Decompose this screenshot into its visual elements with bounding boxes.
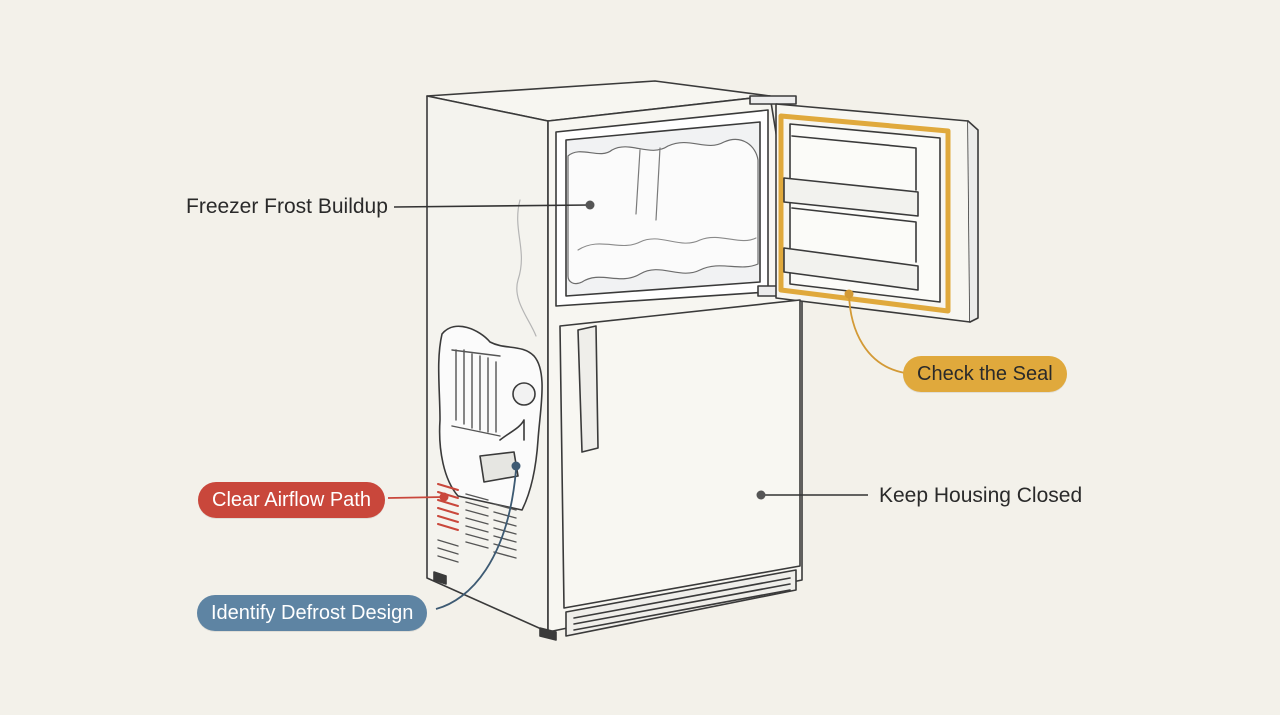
door-shelf xyxy=(783,247,919,291)
frost-buildup-label: Freezer Frost Buildup xyxy=(186,195,388,218)
airflow-leader-line xyxy=(387,496,445,499)
frost-buildup xyxy=(567,138,759,285)
frost-leader-line xyxy=(393,204,591,208)
thermostat-dial xyxy=(512,382,536,406)
clear-airflow-badge: Clear Airflow Path xyxy=(198,482,385,518)
condenser-coils xyxy=(451,349,501,437)
door-shelf xyxy=(783,177,919,217)
check-seal-badge: Check the Seal xyxy=(903,356,1067,392)
keep-housing-closed-label: Keep Housing Closed xyxy=(879,484,1083,507)
door-hinge xyxy=(749,95,797,105)
fridge-door-handle xyxy=(577,325,599,453)
compressor-box xyxy=(479,451,519,483)
seal-leader-line xyxy=(848,293,906,374)
toe-kick-grille xyxy=(565,569,797,637)
defrost-design-badge: Identify Defrost Design xyxy=(197,595,428,631)
door-seal-gasket xyxy=(778,113,951,314)
side-cutaway xyxy=(437,325,543,511)
fridge-door xyxy=(559,299,801,609)
defrost-leader-line xyxy=(435,469,517,610)
